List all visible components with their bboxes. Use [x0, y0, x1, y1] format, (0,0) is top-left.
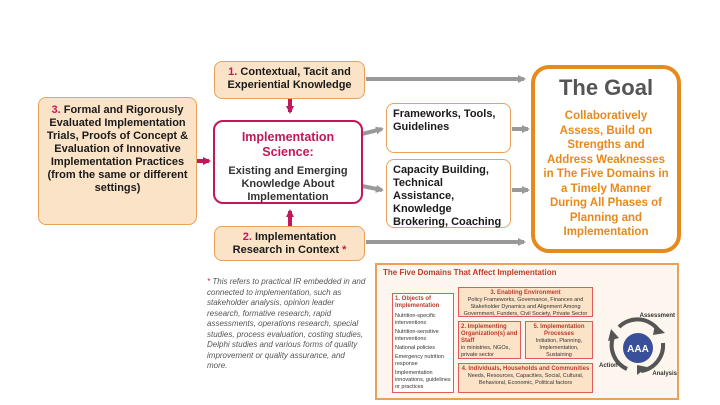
aaa-center-circle: [623, 333, 653, 363]
domain-title: 3. Enabling Environment: [490, 290, 561, 296]
footnote-star: *: [207, 277, 211, 286]
goal-box: The Goal Collaboratively Assess, Build o…: [531, 65, 681, 253]
box-number: 2.: [242, 231, 252, 243]
domain-individuals-households: 4. Individuals, Households and Communiti…: [458, 363, 593, 393]
box-text: Contextual, Tacit and Experiential Knowl…: [227, 66, 352, 91]
domain-title: 2. Implementing Organization(s) and Staf…: [461, 324, 518, 344]
box-text: Implementation Research in Context: [232, 231, 340, 256]
domain-item: Implementation innovations, guidelines o…: [395, 370, 451, 390]
box-text: Formal and Rigorously Evaluated Implemen…: [46, 104, 189, 194]
cycle-arc: [617, 317, 661, 333]
implementation-science-subtitle: Existing and Emerging Knowledge About Im…: [228, 165, 348, 203]
box-number: 3.: [51, 104, 61, 116]
domain-objects: 1. Objects of Implementation Nutrition-s…: [392, 293, 454, 393]
box-text: Frameworks, Tools, Guidelines: [393, 108, 496, 133]
formal-trials-box: 3. Formal and Rigorously Evaluated Imple…: [38, 97, 197, 225]
domain-text: Needs, Resources, Capacities, Social, Cu…: [467, 373, 584, 386]
domain-item: Nutrition-sensitive interventions: [395, 329, 439, 342]
implementation-science-box: Implementation Science: Existing and Eme…: [213, 120, 363, 204]
footnote-star: *: [342, 244, 347, 256]
cycle-arc: [640, 342, 666, 373]
gray-arrows: [361, 75, 530, 246]
domain-title: 5. Implementation Processes: [533, 324, 585, 337]
assessment-label: Assessment: [640, 313, 675, 319]
domain-item: National policies: [395, 345, 436, 351]
goal-title: The Goal: [558, 75, 654, 100]
domain-implementing-organizations: 2. Implementing Organization(s) and Staf…: [458, 321, 521, 359]
domains-title: The Five Domains That Affect Implementat…: [383, 268, 557, 277]
domain-text: in ministries, NGOs, private sector: [461, 345, 510, 358]
domain-item: Emergency nutrition response: [395, 354, 444, 367]
box-text: Capacity Building, Technical Assistance,…: [393, 164, 502, 228]
five-domains-panel: The Five Domains That Affect Implementat…: [375, 263, 679, 400]
aaa-label: AAA: [627, 344, 649, 355]
capacity-building-box: Capacity Building, Technical Assistance,…: [386, 159, 511, 228]
analysis-label: Analysis: [652, 371, 677, 377]
contextual-knowledge-box: 1. Contextual, Tacit and Experiential Kn…: [214, 61, 365, 99]
footnote-text: This refers to practical IR embedded in …: [207, 277, 366, 370]
domain-implementation-processes: 5. Implementation Processes Initiation, …: [525, 321, 593, 359]
action-label: Action: [599, 363, 618, 369]
implementation-science-title: Implementation Science:: [241, 130, 335, 159]
research-in-context-box: 2. Implementation Research in Context *: [214, 226, 365, 261]
goal-text: Collaboratively Assess, Build on Strengt…: [543, 110, 669, 238]
footnote: * This refers to practical IR embedded i…: [207, 277, 367, 372]
cycle-arc: [609, 336, 628, 371]
domain-text: Initiation, Planning, Implementation, Su…: [535, 338, 583, 358]
domain-title: 4. Individuals, Households and Communiti…: [461, 366, 590, 372]
domain-item: Nutrition-specific interventions: [395, 313, 436, 326]
box-number: 1.: [228, 66, 238, 78]
domain-title: 1. Objects of Implementation: [395, 296, 440, 309]
domain-text: Policy Frameworks, Governance, Finances …: [463, 297, 588, 317]
aaa-cycle-graphic: AAA Assessment Analysis Action: [599, 313, 678, 377]
domain-enabling-environment: 3. Enabling Environment Policy Framework…: [458, 287, 593, 317]
pink-arrows: [197, 99, 294, 226]
frameworks-box: Frameworks, Tools, Guidelines: [386, 103, 511, 153]
